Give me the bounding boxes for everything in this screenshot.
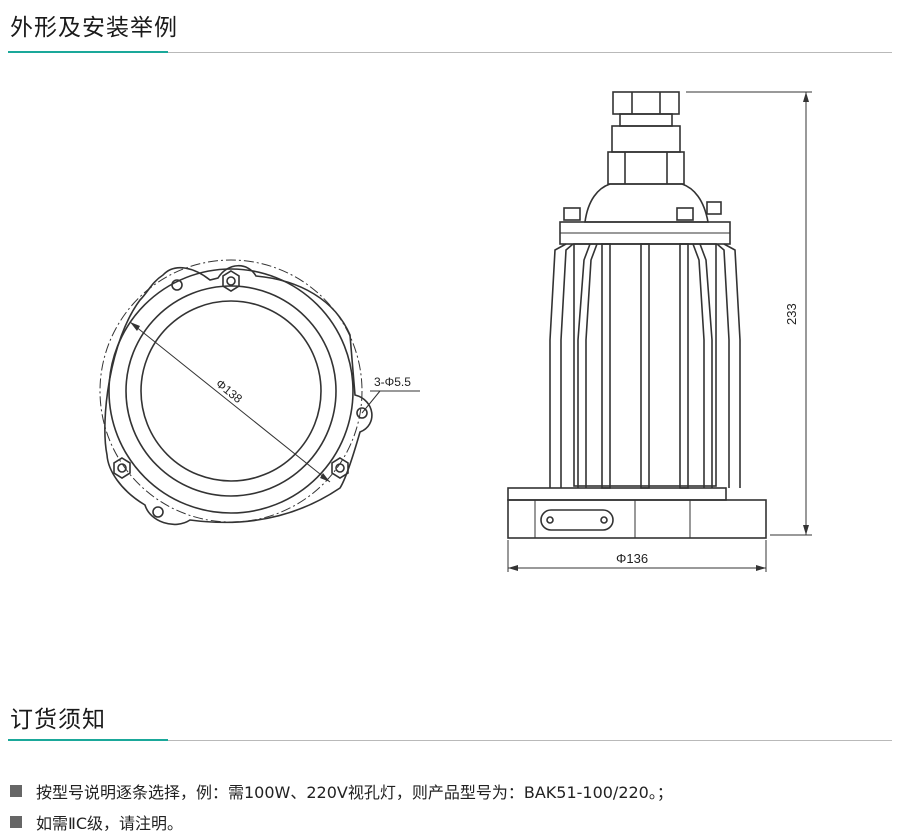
divider-accent bbox=[8, 739, 168, 741]
body-inner-rim bbox=[125, 285, 337, 497]
gland-body bbox=[611, 125, 681, 153]
screw-left bbox=[563, 207, 581, 221]
front-view bbox=[99, 259, 420, 526]
dome-cap bbox=[584, 183, 709, 223]
note-item: 如需ⅡC级，请注明。 bbox=[10, 810, 183, 834]
guard-bar-center-right bbox=[679, 243, 689, 489]
flange-outline bbox=[104, 264, 373, 526]
gland-top bbox=[612, 91, 680, 115]
dimensions-divider bbox=[8, 51, 892, 53]
base-mount bbox=[507, 499, 767, 539]
diameter-dim-line bbox=[129, 321, 331, 483]
guard-bar-center-left bbox=[601, 243, 611, 489]
main-body bbox=[573, 243, 717, 487]
guard-bar-outer-left bbox=[549, 243, 567, 488]
side-width-label: Φ136 bbox=[616, 551, 648, 566]
guard-bar-outer-right bbox=[723, 243, 741, 488]
mount-hole-3 bbox=[152, 506, 164, 518]
guard-bar-center bbox=[640, 243, 650, 489]
lens-circle bbox=[140, 300, 322, 482]
base-slot bbox=[540, 509, 614, 531]
base-top bbox=[507, 487, 727, 501]
mount-hole-2 bbox=[356, 407, 368, 419]
note-text: 如需ⅡC级，请注明。 bbox=[36, 814, 184, 833]
dimensions-title: 外形及安装举例 bbox=[10, 15, 178, 41]
ordering-title: 订货须知 bbox=[10, 707, 106, 733]
side-view bbox=[507, 91, 812, 572]
note-text: 按型号说明逐条选择，例：需100W、220V视孔灯，则产品型号为：BAK51-1… bbox=[36, 783, 673, 802]
body-outer-circle bbox=[108, 268, 354, 514]
bolt-pitch-circle bbox=[99, 259, 363, 523]
guard-bar-mid-left bbox=[577, 243, 591, 488]
screw-right bbox=[676, 207, 694, 221]
mount-hole-1 bbox=[171, 279, 183, 291]
bolt-left bbox=[113, 457, 131, 479]
gland-nut bbox=[607, 151, 685, 185]
bolt-right bbox=[331, 457, 349, 479]
divider-accent bbox=[8, 51, 168, 53]
ordering-divider bbox=[8, 739, 892, 741]
side-height-label: 233 bbox=[784, 303, 799, 325]
screw-side bbox=[706, 201, 722, 215]
technical-drawing: Φ138 3-Φ5.5 bbox=[99, 91, 812, 572]
front-hole-label: 3-Φ5.5 bbox=[374, 375, 411, 389]
guard-bar-mid-right bbox=[699, 243, 713, 488]
hole-leader bbox=[361, 390, 381, 414]
square-bullet-icon bbox=[10, 785, 22, 797]
square-bullet-icon bbox=[10, 816, 22, 828]
gland-neck bbox=[619, 113, 673, 127]
note-item: 按型号说明逐条选择，例：需100W、220V视孔灯，则产品型号为：BAK51-1… bbox=[10, 779, 673, 803]
bolt-top bbox=[222, 270, 240, 292]
